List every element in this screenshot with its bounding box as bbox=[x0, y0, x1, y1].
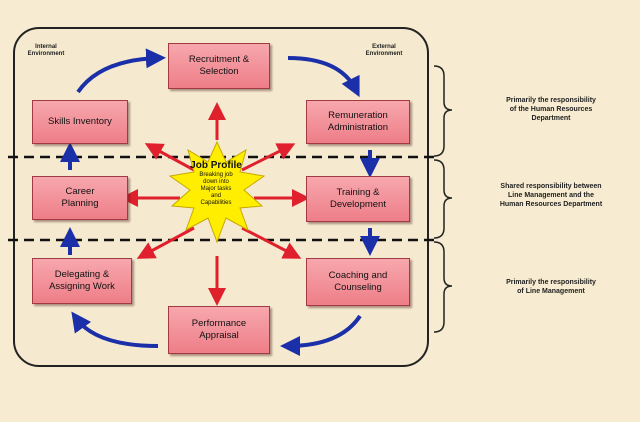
internal-environment-label: Internal Environment bbox=[27, 44, 65, 57]
job-profile-text: Job Profile Breaking job down into Major… bbox=[173, 160, 259, 207]
arrow-to-coaching bbox=[241, 226, 302, 259]
arrow-to-skills bbox=[144, 143, 195, 172]
brace-middle bbox=[433, 159, 453, 239]
training-development-box: Training & Development bbox=[306, 176, 410, 222]
coaching-counseling-box: Coaching and Counseling bbox=[306, 258, 410, 306]
job-profile-title: Job Profile bbox=[190, 160, 242, 171]
arrow-to-remuneration bbox=[241, 143, 296, 172]
arrow-skills-to-recruitment bbox=[76, 48, 166, 94]
red-arrows bbox=[120, 102, 310, 306]
brace-top bbox=[433, 65, 453, 157]
external-environment-label: External Environment bbox=[365, 44, 403, 57]
recruitment-selection-box: Recruitment & Selection bbox=[168, 43, 270, 89]
career-planning-box: Career Planning bbox=[32, 176, 128, 220]
blue-arrows bbox=[60, 48, 380, 356]
arrow-coaching-to-performance bbox=[280, 314, 362, 356]
remuneration-administration-box: Remuneration Administration bbox=[306, 100, 410, 144]
arrow-performance-to-delegating bbox=[71, 311, 159, 348]
brace-bottom bbox=[433, 241, 453, 333]
responsibility-hr: Primarily the responsibility of the Huma… bbox=[506, 97, 596, 122]
job-profile-star bbox=[168, 140, 266, 244]
responsibility-shared: Shared responsibility between Line Manag… bbox=[499, 183, 603, 208]
job-profile-subtitle: Breaking job down into Major tasks and C… bbox=[199, 172, 233, 206]
arrow-recruitment-to-remuneration bbox=[287, 56, 360, 98]
responsibility-line: Primarily the responsibility of Line Man… bbox=[506, 279, 596, 295]
performance-appraisal-box: Performance Appraisal bbox=[168, 306, 270, 354]
skills-inventory-box: Skills Inventory bbox=[32, 100, 128, 144]
delegating-assigning-box: Delegating & Assigning Work bbox=[32, 258, 132, 304]
arrow-to-delegating bbox=[136, 226, 195, 259]
